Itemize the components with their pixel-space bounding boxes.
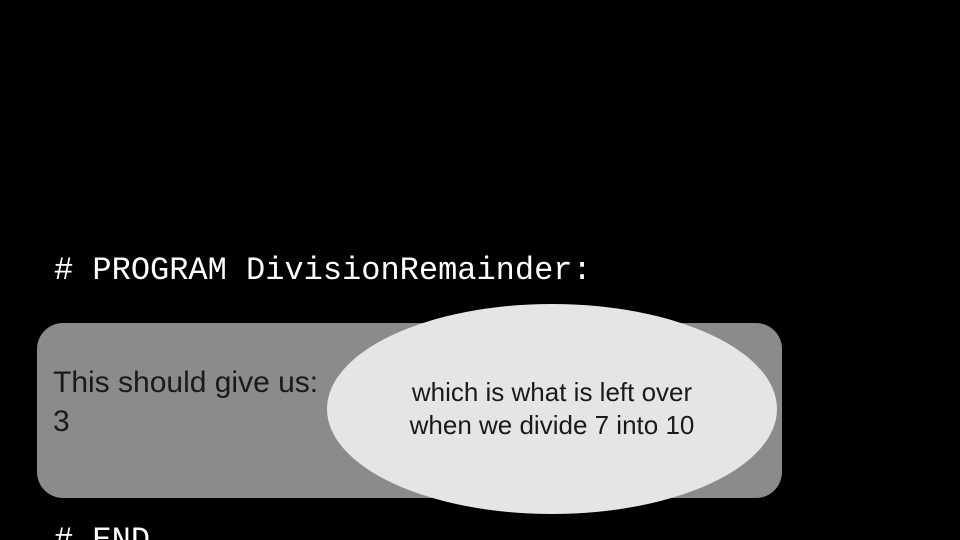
callout-line-2: when we divide 7 into 10	[409, 410, 695, 440]
result-value: 3	[53, 405, 70, 438]
result-text: This should give us: 3	[53, 363, 318, 441]
result-label: This should give us:	[53, 366, 319, 399]
callout-line-1: which is what is left over	[411, 377, 693, 407]
code-line-program: # PROGRAM DivisionRemainder:	[54, 252, 592, 289]
callout-ellipse: which is what is left over when we divid…	[327, 304, 777, 514]
code-line-end: # END.	[54, 518, 592, 540]
